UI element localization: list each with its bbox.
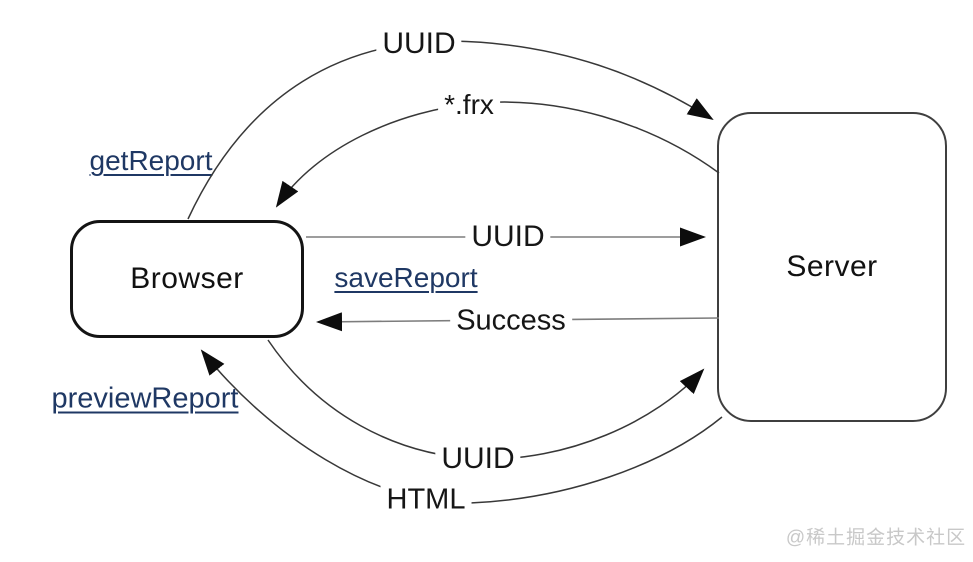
arrow-html [200, 349, 723, 504]
node-server: Server [717, 112, 947, 422]
arrow-uuid-top [187, 40, 714, 220]
link-get-report[interactable]: getReport [89, 145, 213, 176]
label-frx: *.frx [438, 89, 500, 121]
label-html: HTML [380, 483, 472, 517]
label-success: Success [450, 304, 572, 338]
node-browser: Browser [70, 220, 304, 338]
watermark: @稀土掘金技术社区 [785, 527, 967, 549]
browser-label: Browser [130, 262, 244, 295]
link-preview-report[interactable]: previewReport [51, 382, 239, 415]
label-uuid-mid: UUID [465, 220, 551, 254]
label-uuid-bottom: UUID [435, 442, 521, 476]
label-uuid-top: UUID [376, 27, 462, 61]
link-save-report[interactable]: saveReport [334, 262, 478, 293]
server-label: Server [786, 250, 878, 283]
